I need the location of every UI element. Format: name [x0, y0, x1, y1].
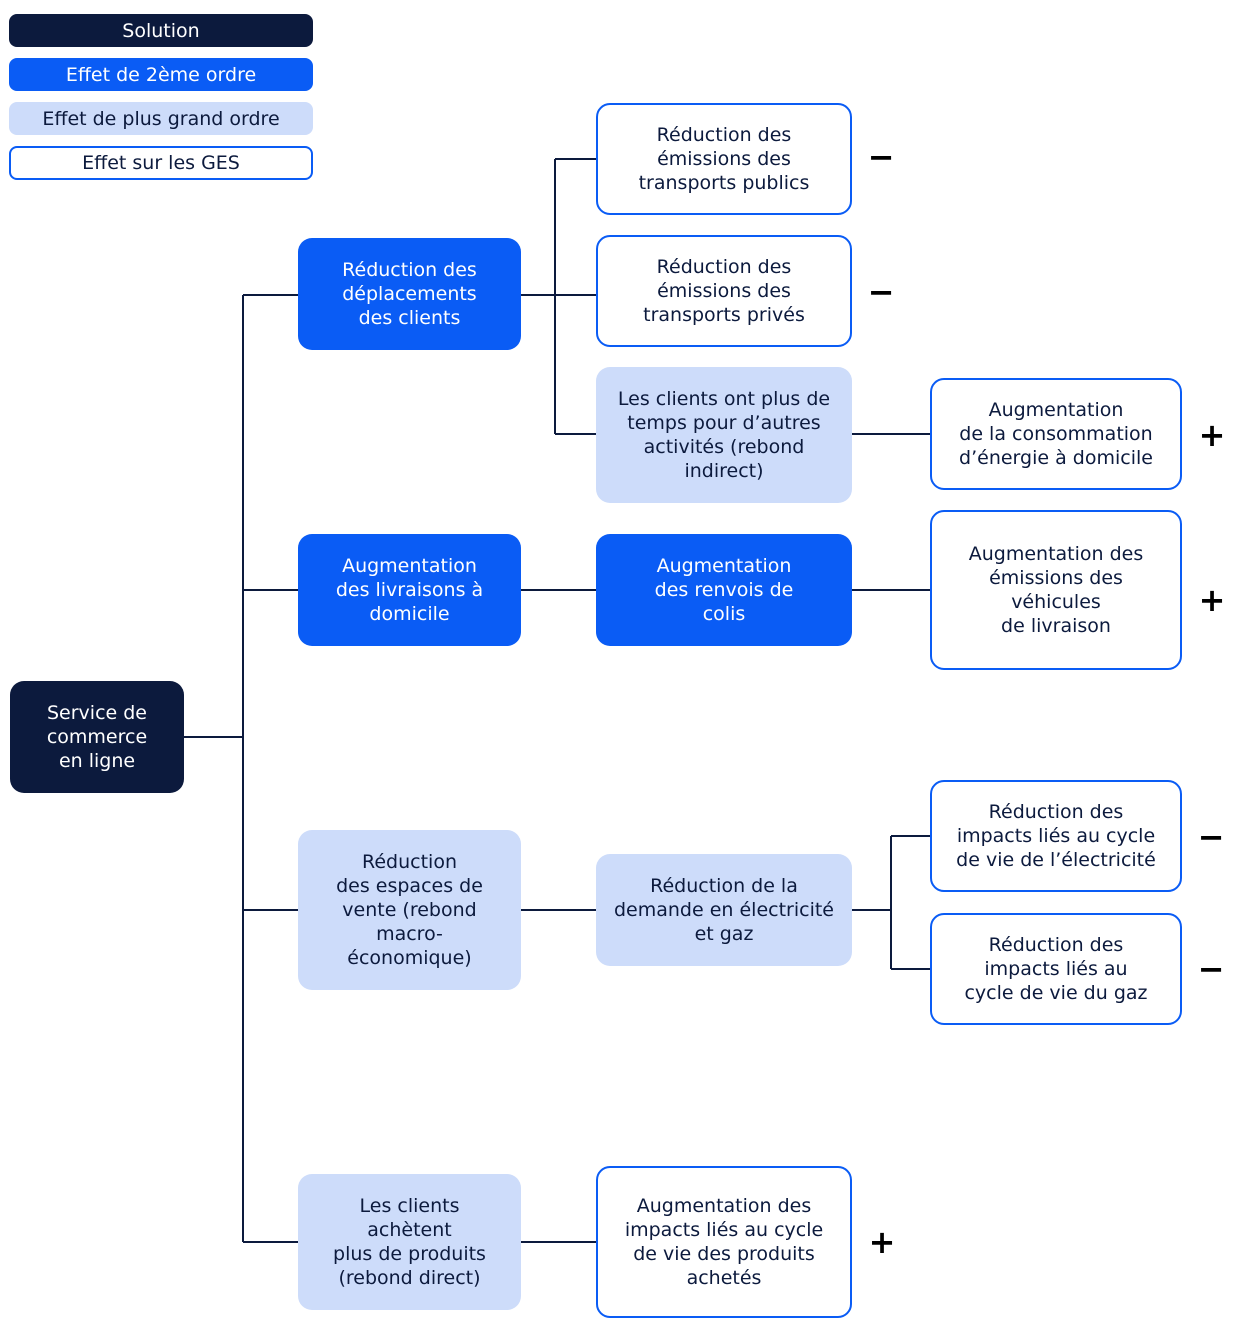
node-temps-activites: Les clients ont plus de temps pour d’aut… [596, 367, 852, 503]
node-demande-elec-gaz-label: Réduction de la demande en électricité e… [613, 875, 834, 945]
legend-second-order-label: Effet de 2ème ordre [65, 63, 257, 86]
node-temps-activites-label: Les clients ont plus de temps pour d’aut… [617, 388, 831, 482]
legend-solution: Solution [9, 14, 313, 47]
node-root: Service de commerce en ligne [10, 681, 184, 793]
node-cycle-gaz: Réduction des impacts liés au cycle de v… [930, 913, 1182, 1025]
node-consommation-domicile: Augmentation de la consommation d’énergi… [930, 378, 1182, 490]
legend-solution-label: Solution [122, 19, 200, 42]
node-achetent-plus-label: Les clients achètent plus de produits (r… [333, 1195, 486, 1289]
node-cycle-gaz-label: Réduction des impacts liés au cycle de v… [964, 934, 1148, 1004]
node-espaces-vente-label: Réduction des espaces de vente (rebond m… [336, 851, 483, 969]
node-cycle-electricite-label: Réduction des impacts liés au cycle de v… [956, 801, 1156, 871]
node-consommation-domicile-label: Augmentation de la consommation d’énergi… [959, 399, 1153, 469]
sign-consommation-domicile: + [1198, 416, 1226, 454]
node-cycle-electricite: Réduction des impacts liés au cycle de v… [930, 780, 1182, 892]
node-emissions-prives: Réduction des émissions des transports p… [596, 235, 852, 347]
node-renvois-colis-label: Augmentation des renvois de colis [654, 555, 794, 625]
node-achetent-plus: Les clients achètent plus de produits (r… [298, 1174, 521, 1310]
node-livraisons-domicile-label: Augmentation des livraisons à domicile [335, 555, 484, 625]
sign-cycle-gaz: − [1197, 950, 1225, 988]
node-emissions-prives-label: Réduction des émissions des transports p… [643, 256, 805, 326]
node-livraisons-domicile: Augmentation des livraisons à domicile [298, 534, 521, 646]
sign-emissions-prives: − [867, 273, 895, 311]
sign-cycle-electricite: − [1197, 818, 1225, 856]
node-emissions-vehicules: Augmentation des émissions des véhicules… [930, 510, 1182, 670]
node-emissions-publics-label: Réduction des émissions des transports p… [638, 124, 810, 194]
node-demande-elec-gaz: Réduction de la demande en électricité e… [596, 854, 852, 966]
node-emissions-vehicules-label: Augmentation des émissions des véhicules… [968, 543, 1144, 637]
sign-emissions-vehicules: + [1198, 581, 1226, 619]
legend-higher-order-label: Effet de plus grand ordre [42, 107, 280, 130]
legend-second-order: Effet de 2ème ordre [9, 58, 313, 91]
sign-cycle-produits: + [868, 1223, 896, 1261]
legend-ges: Effet sur les GES [9, 146, 313, 180]
node-emissions-publics: Réduction des émissions des transports p… [596, 103, 852, 215]
legend-ges-label: Effet sur les GES [82, 152, 240, 174]
node-renvois-colis: Augmentation des renvois de colis [596, 534, 852, 646]
node-cycle-produits-label: Augmentation des impacts liés au cycle d… [624, 1195, 824, 1289]
node-reduction-deplacements-label: Réduction des déplacements des clients [342, 259, 477, 329]
node-espaces-vente: Réduction des espaces de vente (rebond m… [298, 830, 521, 990]
node-root-label: Service de commerce en ligne [46, 702, 148, 772]
node-reduction-deplacements: Réduction des déplacements des clients [298, 238, 521, 350]
node-cycle-produits: Augmentation des impacts liés au cycle d… [596, 1166, 852, 1318]
sign-emissions-publics: − [867, 138, 895, 176]
legend-higher-order: Effet de plus grand ordre [9, 102, 313, 135]
